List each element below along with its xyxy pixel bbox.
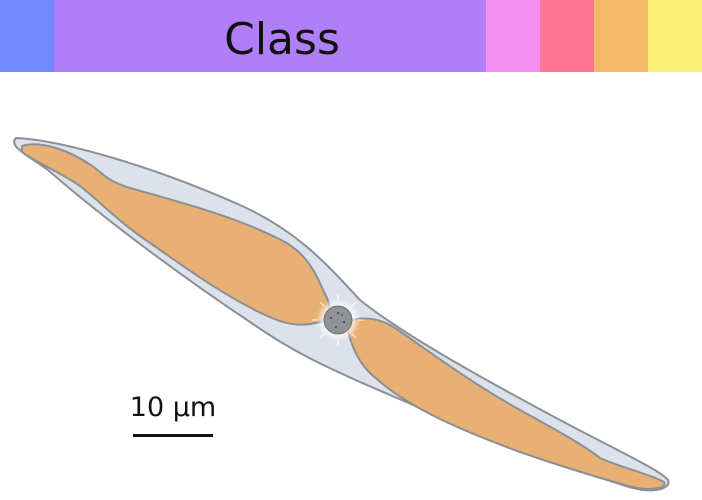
class-color-bar	[0, 0, 702, 72]
scale-bar-label: 10 µm	[129, 392, 217, 423]
class-segment-orange	[594, 0, 648, 72]
scale-bar	[133, 434, 213, 437]
class-segment-red	[540, 0, 594, 72]
class-segment-purple	[54, 0, 486, 72]
nucleus	[312, 294, 364, 346]
class-segment-pink	[486, 0, 540, 72]
class-segment-yellow	[648, 0, 702, 72]
class-title: Class	[224, 14, 340, 65]
class-segment-blue	[0, 0, 54, 72]
chloroplast-lower	[346, 317, 666, 490]
